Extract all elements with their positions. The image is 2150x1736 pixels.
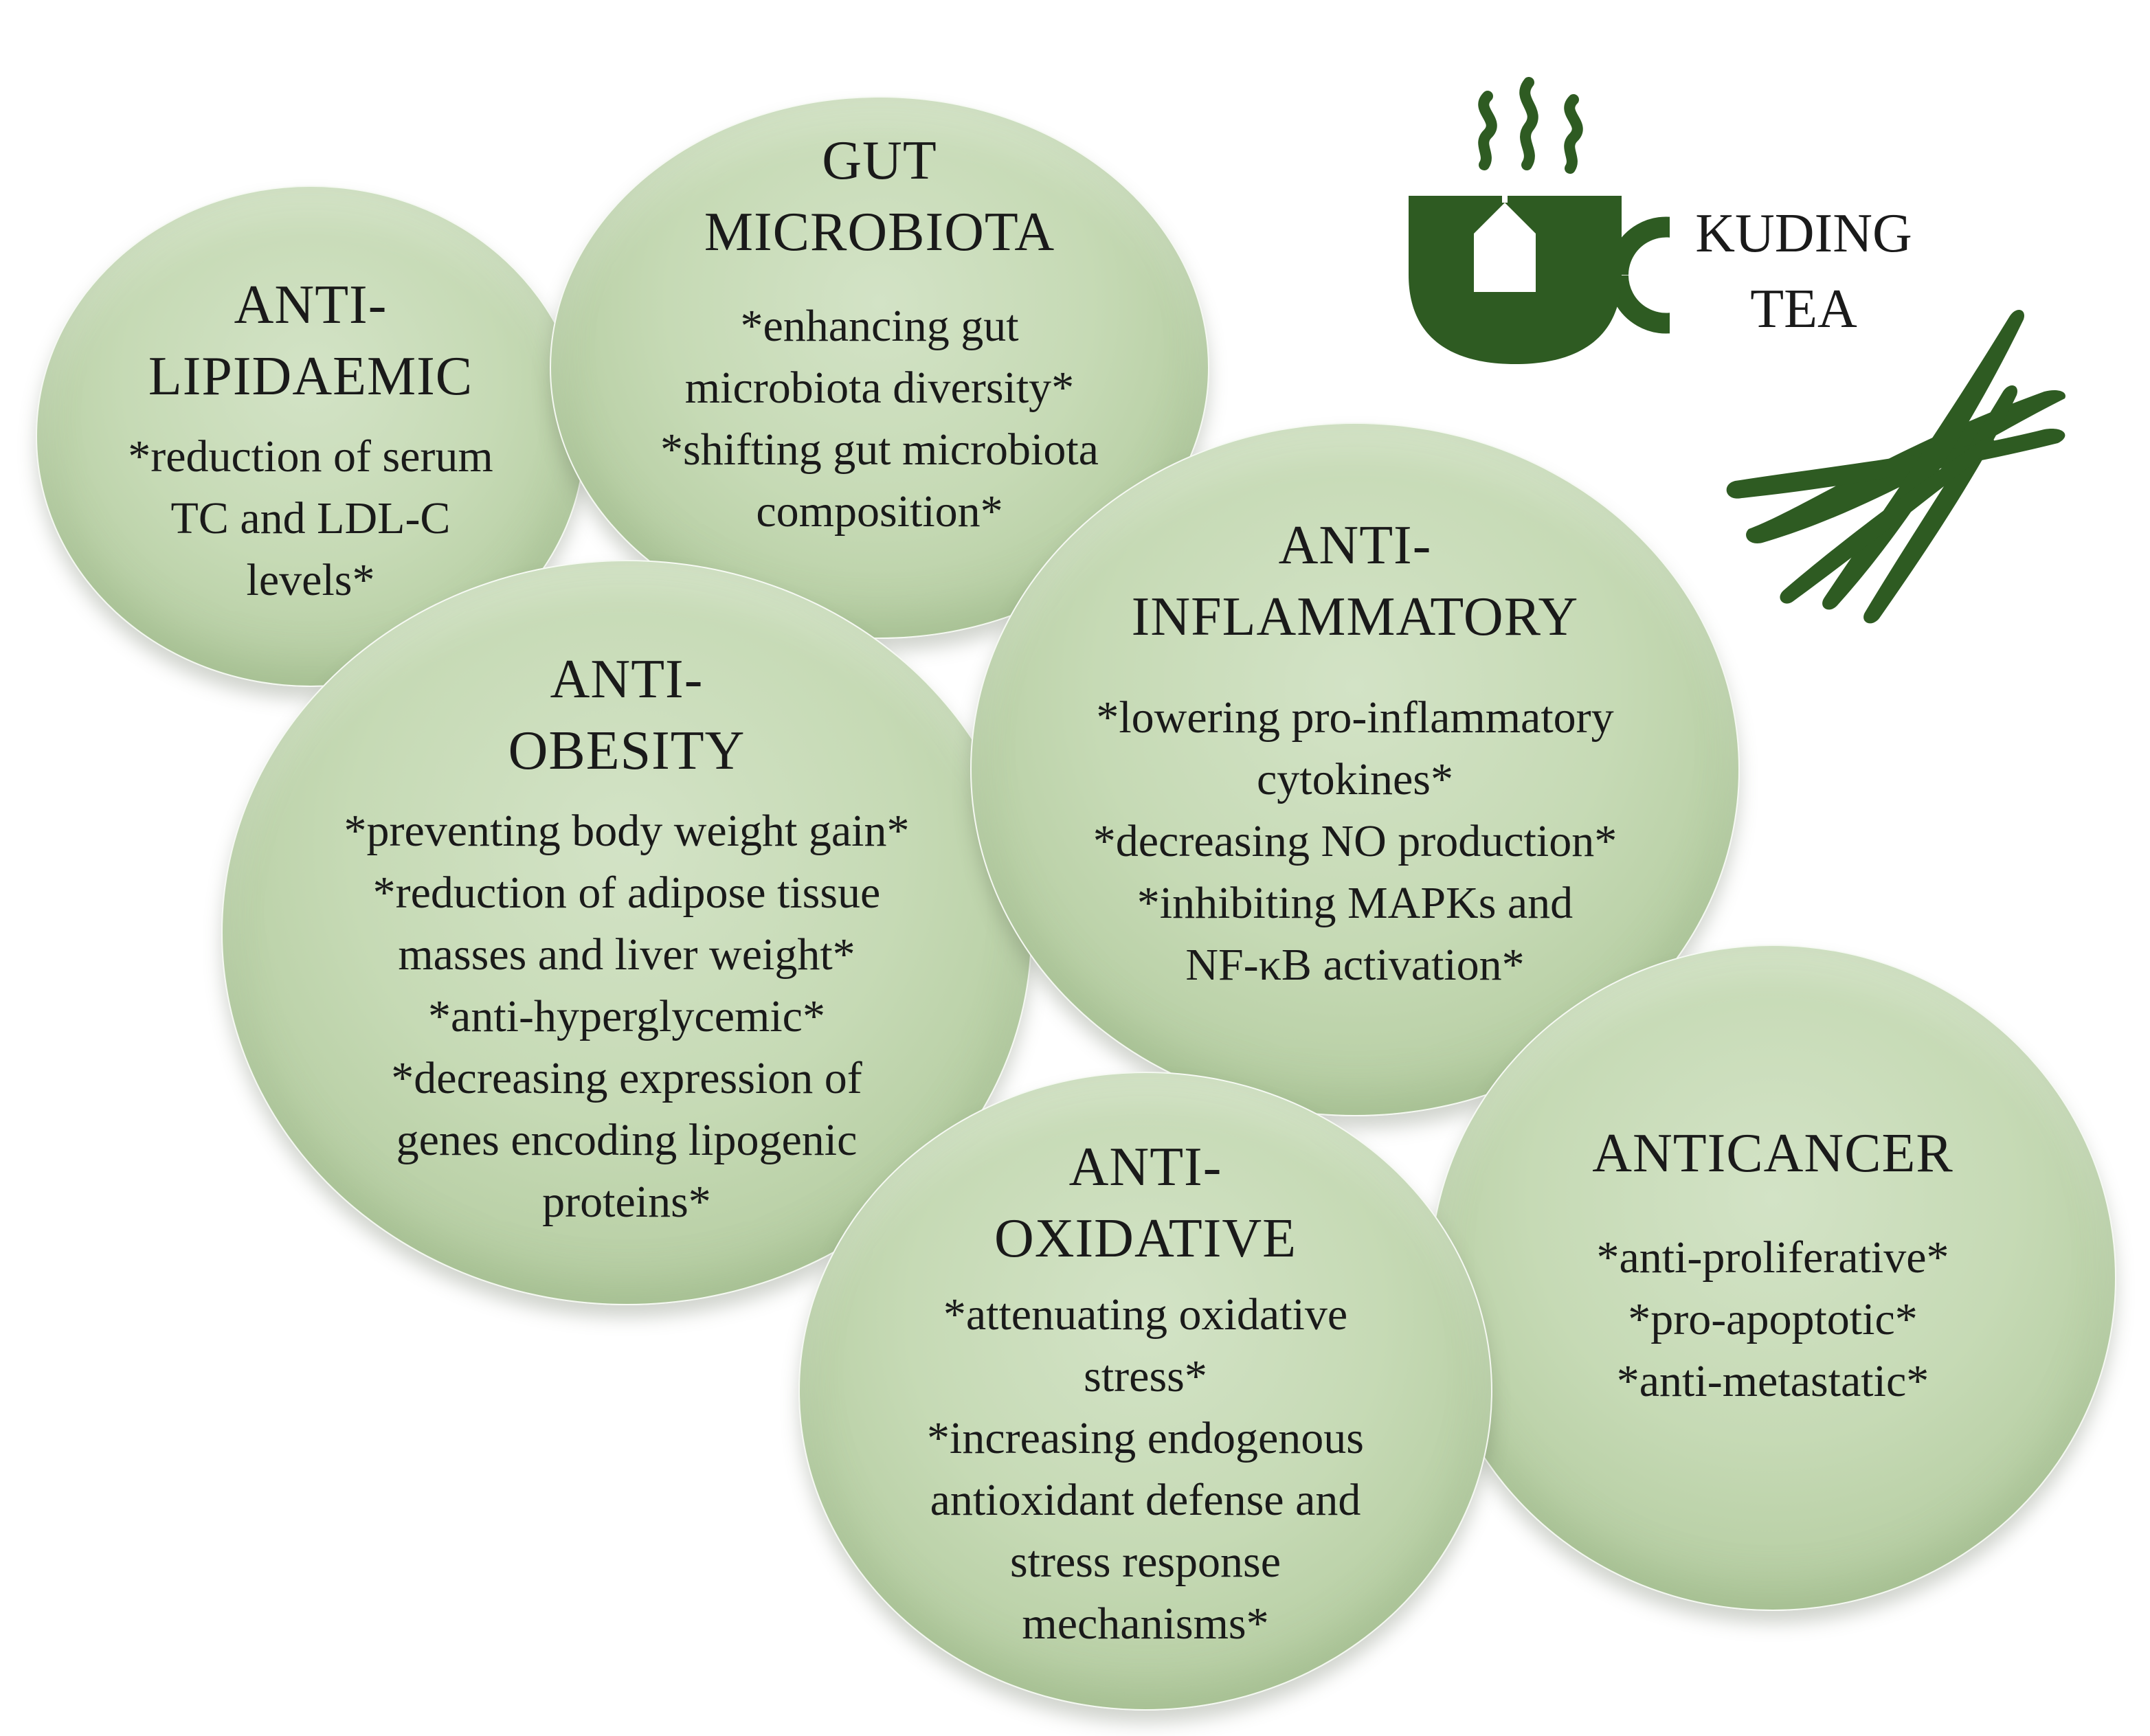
- tea-cup-icon: [1409, 77, 1670, 364]
- bubble-anticancer: ANTICANCER *anti-proliferative* *pro-apo…: [1429, 945, 2116, 1611]
- bubble-anti-inflammatory: ANTI- INFLAMMATORY *lowering pro-inflamm…: [970, 422, 1740, 1116]
- kuding-leaves-icon: [1726, 309, 2065, 624]
- bubble-title: ANTI- INFLAMMATORY: [1131, 515, 1579, 647]
- bubble-items: *reduction of serum TC and LDL-C levels*: [128, 431, 493, 605]
- bubble-items: *anti-proliferative* *pro-apoptotic* *an…: [1596, 1232, 1949, 1406]
- bubble-anti-lipidaemic: ANTI- LIPIDAEMIC *reduction of serum TC …: [36, 185, 585, 687]
- brand-title: KUDING TEA: [1695, 203, 1912, 339]
- bubble-items: *enhancing gut microbiota diversity* *sh…: [660, 301, 1099, 537]
- bubble-gut-microbiota: GUT MICROBIOTA *enhancing gut microbiota…: [550, 96, 1209, 639]
- bubble-items: *preventing body weight gain* *reduction…: [344, 806, 910, 1227]
- bubble-title: ANTI- OBESITY: [508, 649, 746, 781]
- bubble-title: ANTI- LIPIDAEMIC: [148, 275, 473, 407]
- bubble-anti-oxidative: ANTI- OXIDATIVE *attenuating oxidative s…: [798, 1072, 1492, 1711]
- bubble-items: *attenuating oxidative stress* *increasi…: [927, 1289, 1364, 1649]
- bubble-title: ANTI- OXIDATIVE: [994, 1137, 1297, 1269]
- bubble-items: *lowering pro-inflammatory cytokines* *d…: [1093, 692, 1617, 990]
- bubble-title: GUT MICROBIOTA: [704, 131, 1055, 262]
- bubble-title: ANTICANCER: [1592, 1123, 1953, 1184]
